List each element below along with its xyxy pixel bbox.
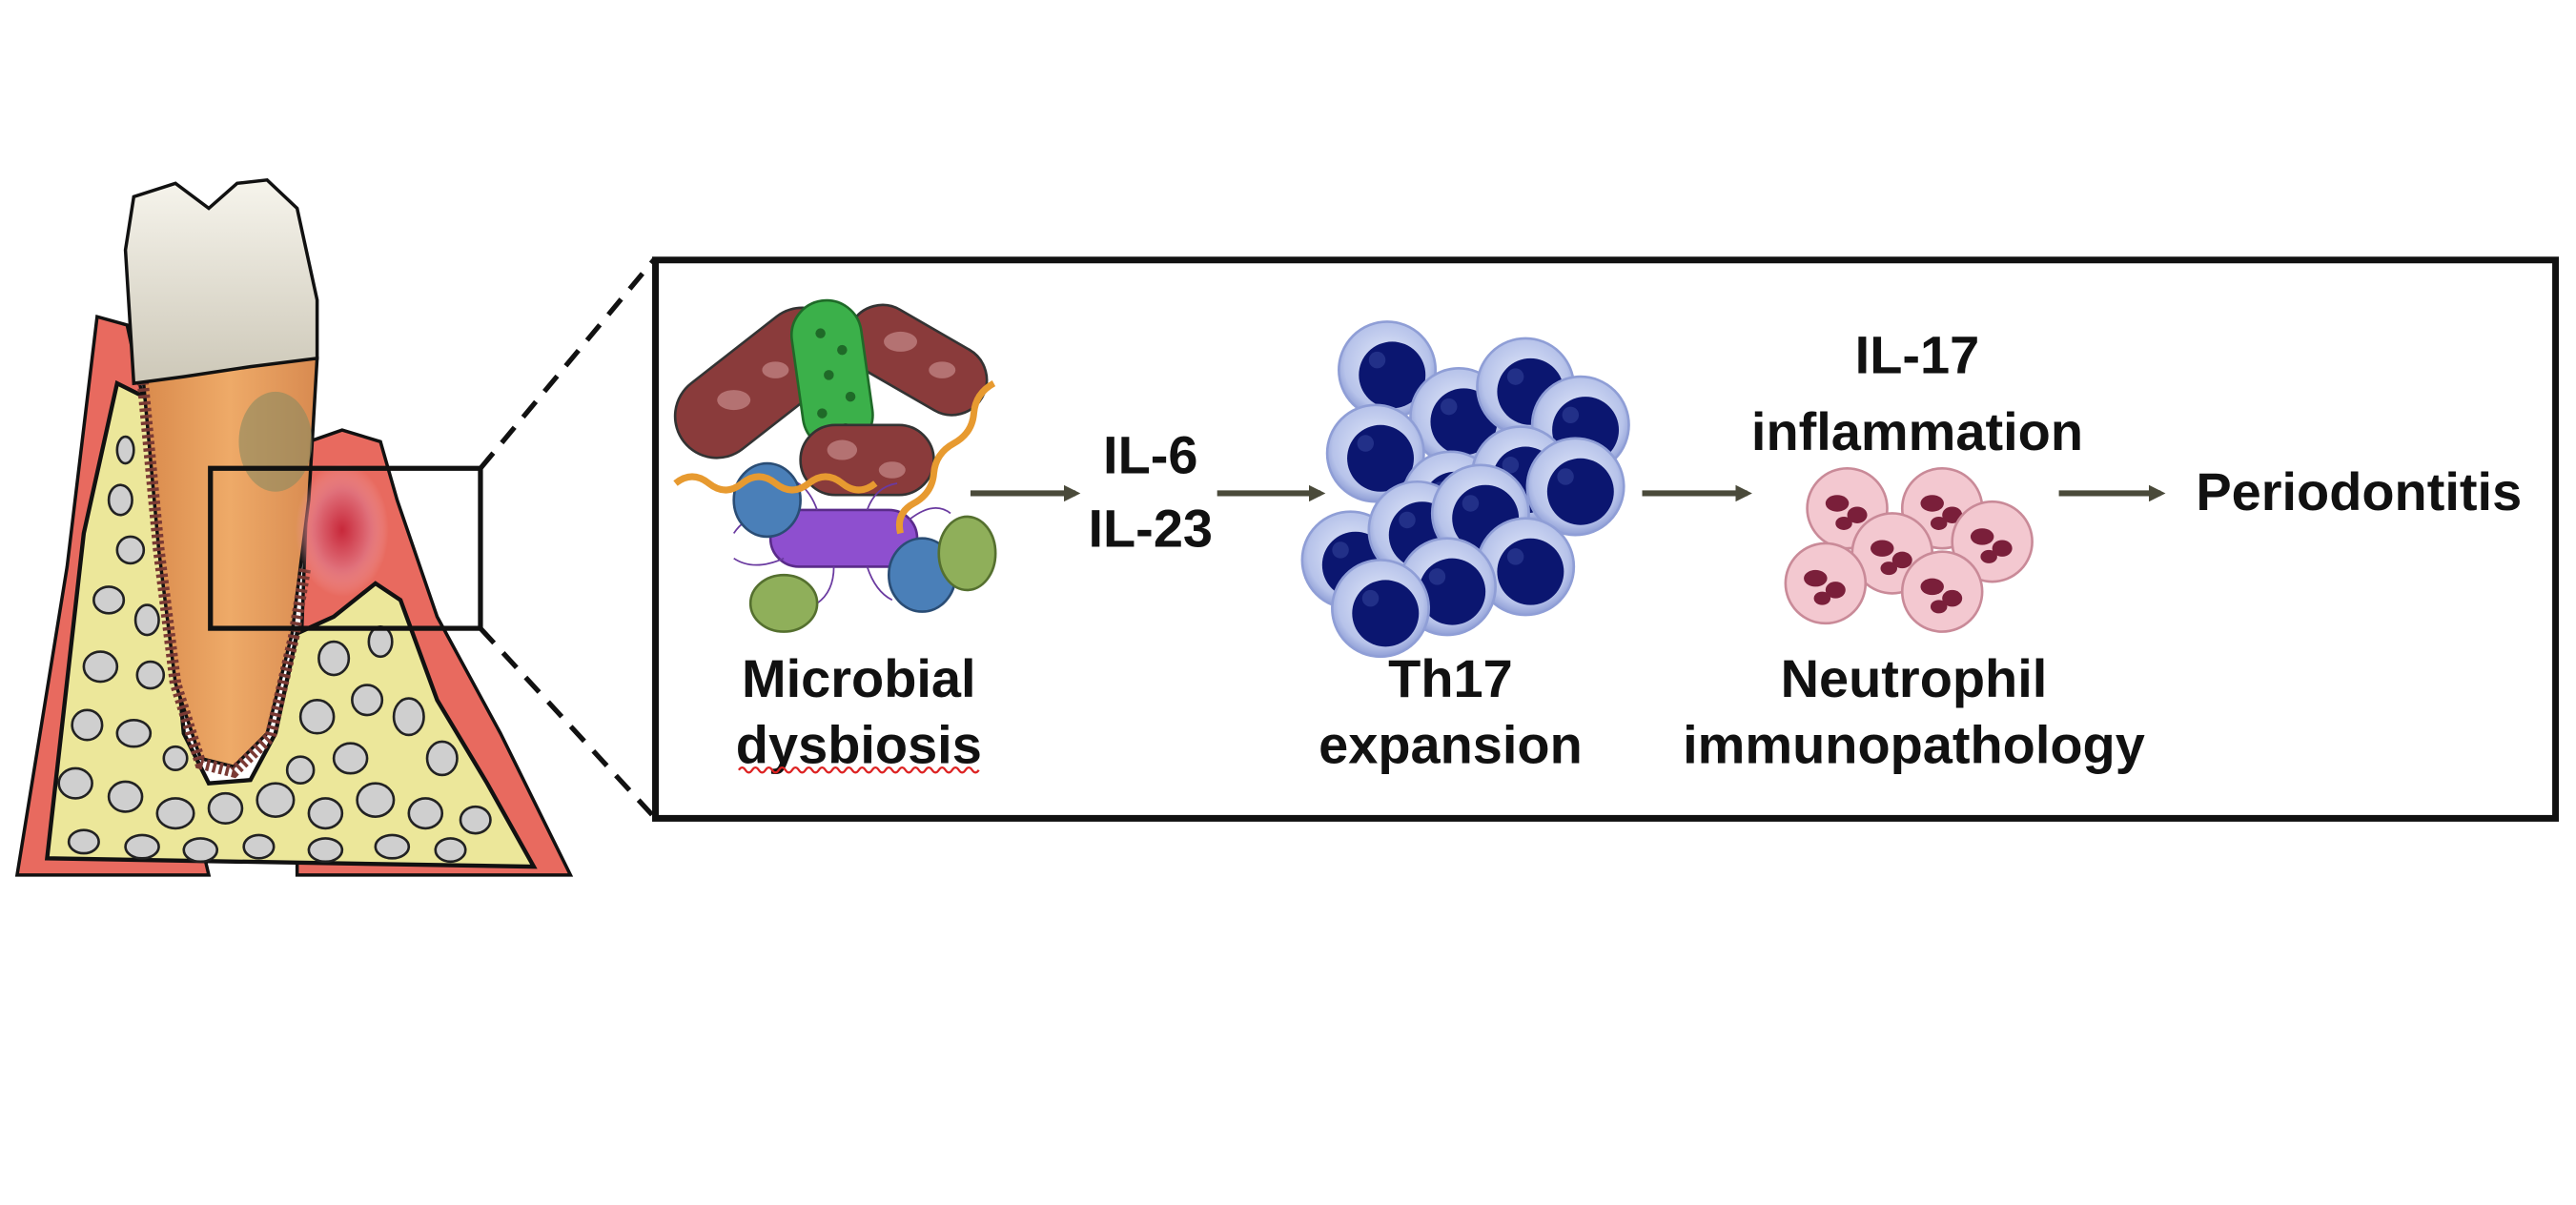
il23-label: IL-23 [1088, 498, 1213, 558]
bone-trabeculae [57, 435, 492, 864]
zoom-connector-bottom [479, 626, 656, 819]
il17-label: IL-17 [1855, 325, 1980, 385]
alveolar-bone [44, 379, 538, 869]
spellcheck-underline [737, 766, 980, 774]
th17-cell [1525, 437, 1625, 537]
microbial-label-line2: dysbiosis [736, 715, 982, 775]
zoom-box [208, 465, 483, 631]
neutrophil-cluster [1784, 466, 2034, 633]
th17-cell-cluster [1300, 320, 1630, 659]
periodontitis-label: Periodontitis [2196, 461, 2522, 521]
zoom-connector-top [478, 258, 656, 470]
bacteria-cluster [673, 298, 997, 633]
th17-cell [1331, 559, 1431, 659]
il6-label: IL-6 [1103, 425, 1197, 485]
neutrophil-label-line2: immunopathology [1683, 715, 2145, 775]
th17-cell [1476, 517, 1576, 617]
inflammation-spot [295, 463, 389, 597]
neutrophil-cell [1951, 500, 2034, 583]
tooth-crown [123, 177, 319, 386]
neutrophil-cell [1900, 550, 1984, 633]
plaque-deposit [238, 391, 313, 492]
neutrophil-label-line1: Neutrophil [1781, 648, 2048, 708]
th17-label-line1: Th17 [1388, 648, 1513, 708]
inflammation-label: inflammation [1751, 401, 2083, 461]
microbial-label-line1: Microbial [742, 648, 976, 708]
th17-cell [1325, 403, 1425, 503]
th17-label-line2: expansion [1319, 715, 1583, 775]
neutrophil-cell [1784, 541, 1868, 625]
th17-cell [1338, 320, 1438, 420]
tooth-illustration [14, 177, 574, 877]
